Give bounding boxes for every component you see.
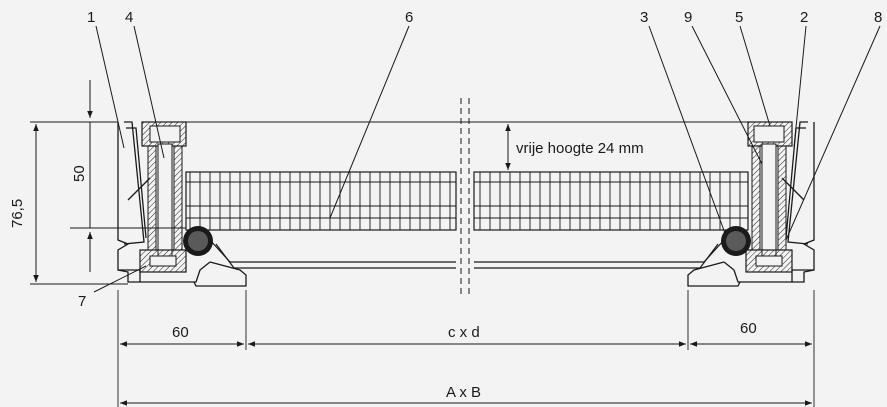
part-label-4: 4	[125, 9, 133, 26]
left-seal	[183, 226, 213, 256]
part-label-6: 6	[405, 9, 413, 26]
left-frame	[117, 121, 247, 287]
overall-size-label: A x B	[446, 384, 481, 401]
part-label-9: 9	[684, 9, 692, 26]
dimension-overall-height: 76,5	[9, 124, 39, 282]
left-bolt-housing	[139, 121, 187, 273]
grating-infill	[185, 171, 749, 231]
part-label-5: 5	[735, 9, 743, 26]
part-label-3: 3	[640, 9, 648, 26]
part-label-8: 8	[874, 9, 882, 26]
bottom-tray	[209, 239, 725, 269]
part-label-1: 1	[87, 9, 95, 26]
leader-lines	[93, 25, 881, 293]
dimension-inner-height: 50	[71, 80, 93, 272]
dimension-overall-size: A x B	[120, 384, 812, 406]
part-label-2: 2	[800, 9, 808, 26]
right-bolt-housing	[745, 121, 793, 273]
right-flange-label: 60	[740, 320, 757, 337]
left-flange-label: 60	[172, 324, 189, 341]
overall-height-label: 76,5	[9, 199, 26, 228]
reference-lines	[30, 121, 815, 407]
inner-height-label: 50	[71, 165, 88, 182]
dimension-clear-height: vrije hoogte 24 mm	[505, 124, 644, 170]
clear-height-label: vrije hoogte 24 mm	[516, 140, 644, 157]
right-seal	[721, 226, 751, 256]
opening-label: c x d	[448, 324, 480, 341]
part-label-7: 7	[78, 293, 86, 310]
break-lines	[460, 98, 470, 298]
